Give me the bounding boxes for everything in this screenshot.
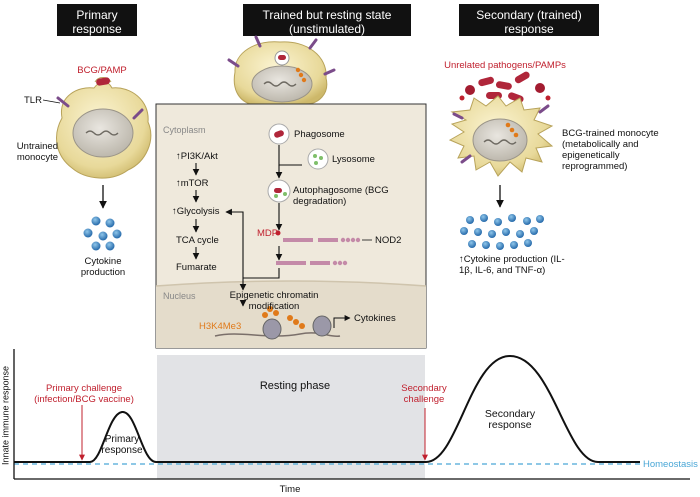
lysosome-icon: [307, 148, 329, 170]
response-curve: [14, 354, 640, 463]
up-arrow-icon: ↑: [176, 151, 181, 162]
cytokines-gene-label: Cytokines: [354, 313, 396, 324]
timeline-plot: [13, 349, 690, 480]
untrained-monocyte-icon: [42, 77, 152, 179]
pathway-mtor: ↑mTOR: [176, 178, 209, 189]
pathway-fumarate: Fumarate: [176, 262, 217, 273]
x-axis-label: Time: [279, 484, 301, 495]
up-arrow-icon: ↑: [172, 206, 177, 217]
right-cytokine-label: ↑Cytokine production (IL-1β, IL-6, and T…: [459, 254, 565, 276]
up-arrow-icon: ↑: [176, 178, 181, 189]
mdp-label: MDP: [257, 228, 279, 239]
autophagosome-icon: [267, 179, 291, 203]
primary-challenge-label: Primary challenge (infection/BCG vaccine…: [34, 383, 134, 405]
resting-phase-band: [157, 355, 425, 479]
pathway-tca: TCA cycle: [176, 235, 219, 246]
epigenetic-arrows: [225, 208, 280, 307]
chromatin-icon: [214, 306, 351, 340]
left-cytokine-label: Cytokine production: [80, 256, 126, 278]
y-axis-label: Innate immune response: [0, 365, 11, 466]
phagosome-label: Phagosome: [294, 129, 345, 140]
phagosome-icon: [268, 123, 290, 145]
trained-monocyte-icon: [448, 95, 554, 177]
bcg-bacterium-icon: [96, 77, 111, 86]
cytokine-cluster-right: [460, 214, 544, 250]
nod2-receptor-icon: [275, 230, 372, 266]
resting-phase-label: Resting phase: [259, 380, 331, 392]
phagosome-arrows: [275, 145, 302, 261]
trained-state-header: Trained but resting state (unstimulated): [243, 4, 411, 36]
pathogen-cluster-icon: [459, 71, 551, 103]
homeostasis-label: Homeostasis: [643, 459, 698, 470]
h3k4me3-label: H3K4Me3: [199, 321, 242, 332]
cytokine-cluster-left: [83, 216, 122, 251]
bcg-pamp-label: BCG/PAMP: [77, 65, 127, 76]
up-arrow-icon: ↑: [459, 254, 464, 265]
cytoplasm-label: Cytoplasm: [163, 125, 206, 135]
nucleus-label: Nucleus: [163, 291, 196, 301]
nod2-label: NOD2: [375, 235, 402, 246]
primary-response-header: Primary response: [57, 4, 137, 36]
secondary-response-header: Secondary (trained) response: [459, 4, 599, 36]
secondary-challenge-label: Secondary challenge: [401, 383, 447, 405]
pathway-glycolysis: ↑Glycolysis: [172, 206, 220, 217]
secondary-response-label: Secondary response: [484, 408, 536, 431]
lysosome-label: Lysosome: [332, 154, 375, 165]
primary-response-label: Primary response: [101, 434, 143, 456]
untrained-monocyte-label: Untrained monocyte: [16, 141, 58, 163]
pathway-pi3k: ↑PI3K/Akt: [176, 151, 218, 162]
unrelated-pathogens-label: Unrelated pathogens/PAMPs: [444, 60, 566, 71]
tlr-label: TLR: [24, 95, 42, 106]
autophagosome-label: Autophagosome (BCG degradation): [293, 185, 389, 207]
epigenetic-label: Epigenetic chromatin modification: [229, 290, 319, 312]
cell-interior-panel: [155, 103, 427, 349]
trained-monocyte-label: BCG-trained monocyte (metabolically and …: [562, 128, 659, 172]
resting-monocyte-icon: [227, 35, 336, 105]
